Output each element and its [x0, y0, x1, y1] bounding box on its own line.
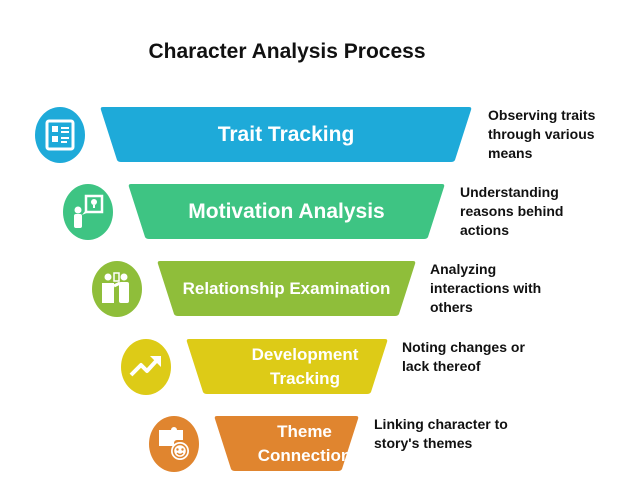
funnel-band	[128, 184, 445, 239]
checklist-icon	[35, 107, 85, 163]
person-idea-icon	[63, 184, 113, 240]
stage-label: Development Tracking	[251, 344, 359, 388]
people-meeting-icon	[92, 261, 142, 317]
funnel-band	[186, 339, 388, 394]
trend-up-icon	[121, 339, 171, 395]
stage-label: Relationship Examination	[182, 278, 391, 298]
stage-description: Noting changes or lack thereof	[402, 339, 525, 374]
funnel-stage-3	[92, 261, 416, 317]
funnel-stage-4	[121, 339, 388, 395]
funnel-band	[157, 261, 416, 316]
stage-description: Observing traits through various means	[488, 107, 596, 161]
stage-description: Understanding reasons behind actions	[460, 184, 564, 238]
stage-description: Linking character to story's themes	[374, 416, 508, 451]
funnel-stage-2	[63, 184, 445, 240]
puzzle-face-icon	[149, 416, 199, 472]
funnel-stage-1	[35, 107, 472, 163]
diagram-title: Character Analysis Process	[148, 40, 426, 63]
stage-label: Trait Tracking	[217, 122, 355, 146]
stage-description: Analyzing interactions with others	[430, 261, 542, 315]
funnel-band	[100, 107, 472, 162]
funnel-stage-5	[149, 416, 359, 472]
stage-label: Theme Connection	[257, 421, 352, 465]
stage-label: Motivation Analysis	[188, 199, 385, 223]
funnel-band	[214, 416, 359, 471]
